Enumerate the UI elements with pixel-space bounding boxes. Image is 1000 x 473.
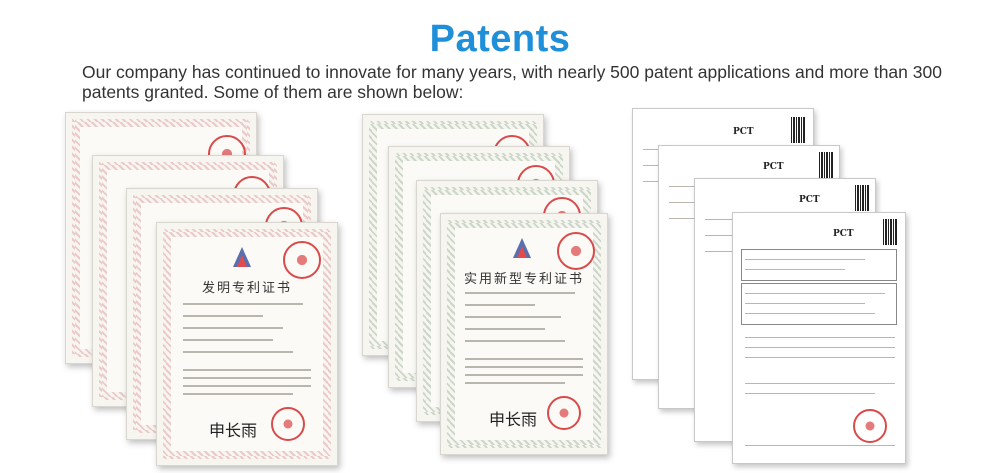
pct-label: PCT — [833, 229, 854, 239]
invention-certificates: 发明专利证书 申长雨 — [60, 100, 340, 470]
certificate-title: 发明专利证书 — [201, 281, 292, 296]
red-seal-icon — [283, 241, 321, 279]
official-seal-icon — [547, 396, 581, 430]
signature: 申长雨 — [489, 410, 538, 429]
pct-sheet-front: PCT — [732, 212, 906, 464]
certificate-sheet-front: 发明专利证书 申长雨 — [156, 222, 338, 466]
certificate-sheet-front: 实用新型专利证书 申长雨 — [440, 213, 608, 455]
barcode-icon — [883, 219, 897, 245]
utility-certificates: 实用新型专利证书 申长雨 — [360, 100, 620, 470]
red-seal-icon — [557, 232, 595, 270]
pct-documents: PCT PCT PCT PCT — [620, 100, 920, 470]
intro-text: Our company has continued to innovate fo… — [82, 62, 942, 102]
certificate-title: 实用新型专利证书 — [463, 272, 584, 287]
cnipa-logo-icon — [513, 238, 531, 258]
signature: 申长雨 — [209, 421, 258, 440]
official-seal-icon — [271, 407, 305, 441]
red-seal-icon — [853, 409, 887, 443]
cnipa-logo-icon — [233, 247, 251, 267]
page-title: Patents — [429, 18, 571, 60]
